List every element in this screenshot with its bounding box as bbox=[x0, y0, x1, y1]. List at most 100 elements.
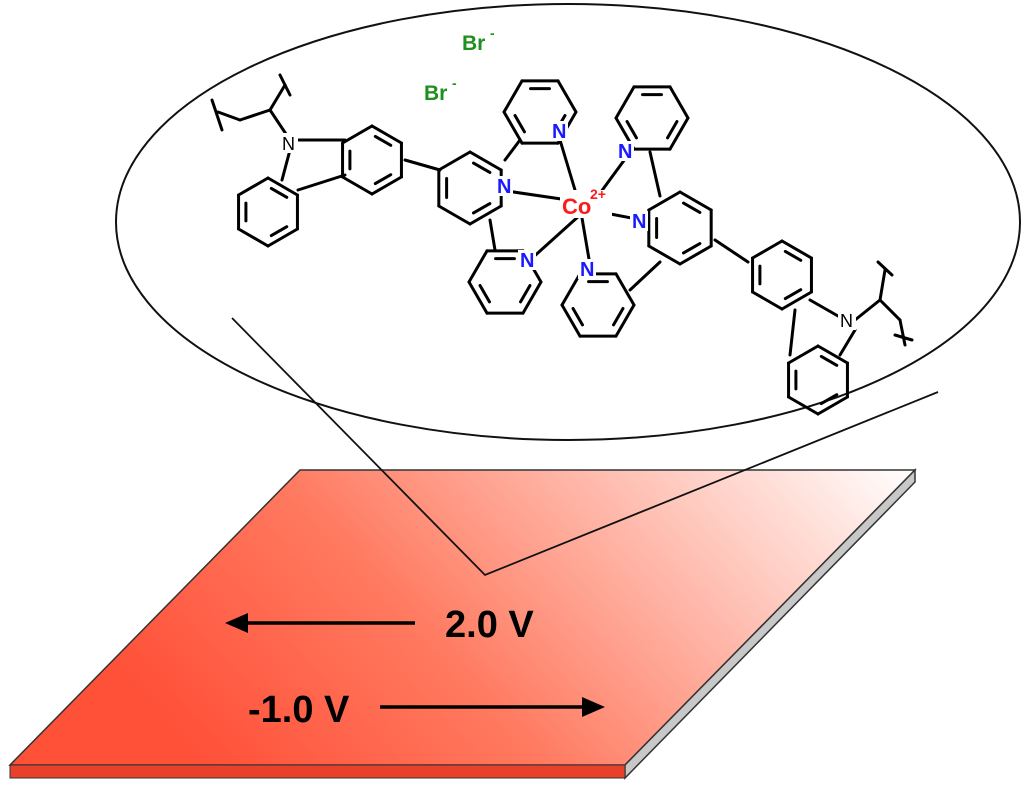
nitrogen-label: N bbox=[497, 176, 511, 198]
bond bbox=[614, 303, 636, 338]
bond bbox=[437, 150, 472, 172]
bond bbox=[341, 124, 374, 145]
zoom-lines bbox=[231, 317, 939, 577]
nitrogen-label: N bbox=[580, 259, 594, 281]
voltage-reduction-label: -1.0 V bbox=[248, 689, 350, 731]
bond bbox=[612, 307, 625, 327]
bond bbox=[502, 79, 524, 114]
bond bbox=[647, 190, 682, 212]
molecule-structure bbox=[210, 73, 914, 416]
bond bbox=[478, 284, 491, 304]
bond bbox=[816, 344, 849, 365]
bond bbox=[210, 98, 224, 132]
bond bbox=[296, 173, 347, 192]
bond bbox=[521, 280, 543, 315]
bond bbox=[556, 79, 578, 114]
bond bbox=[560, 272, 582, 307]
bond bbox=[216, 110, 242, 122]
cobalt-label: Co 2+ bbox=[560, 186, 612, 219]
cobalt: Co bbox=[562, 194, 591, 219]
bond bbox=[783, 288, 803, 301]
nitrogen-label: N bbox=[552, 121, 566, 143]
bond bbox=[571, 307, 584, 327]
bond bbox=[678, 190, 713, 212]
bond bbox=[682, 201, 702, 214]
bond bbox=[370, 175, 403, 196]
nitrogen-label: N bbox=[840, 311, 853, 331]
bond bbox=[488, 218, 497, 252]
nitrogen-label: N bbox=[618, 141, 632, 163]
bond bbox=[558, 138, 577, 192]
bond bbox=[751, 239, 784, 260]
bond bbox=[898, 318, 907, 347]
bond bbox=[682, 242, 702, 255]
bond bbox=[266, 227, 299, 248]
bond bbox=[269, 225, 289, 238]
bond bbox=[503, 138, 522, 162]
bromide-2: Br bbox=[462, 32, 485, 55]
bond bbox=[893, 333, 914, 342]
bond bbox=[668, 116, 690, 151]
bond bbox=[280, 148, 292, 182]
bromide-label-1: Br - bbox=[424, 75, 457, 105]
nitrogen-label: N bbox=[520, 250, 534, 272]
bond bbox=[713, 238, 750, 264]
bond bbox=[468, 204, 503, 226]
bond bbox=[268, 83, 287, 112]
bond bbox=[647, 244, 682, 266]
bond bbox=[237, 227, 270, 248]
bond bbox=[878, 298, 902, 322]
bond bbox=[373, 173, 393, 186]
bond bbox=[513, 114, 526, 134]
nitrogen-label: N bbox=[282, 134, 295, 154]
bond bbox=[678, 244, 713, 266]
bond bbox=[528, 213, 582, 262]
bond bbox=[876, 260, 894, 277]
bond bbox=[666, 120, 679, 140]
bond bbox=[403, 158, 442, 172]
bond bbox=[467, 280, 489, 315]
bond bbox=[625, 120, 638, 140]
bond bbox=[341, 175, 374, 196]
bromide-1: Br bbox=[424, 82, 447, 105]
bond bbox=[838, 328, 857, 357]
bond bbox=[780, 290, 813, 311]
bond bbox=[787, 344, 820, 365]
bond bbox=[278, 73, 292, 97]
bond bbox=[437, 204, 472, 226]
arrow-left bbox=[225, 613, 415, 633]
bond bbox=[237, 176, 270, 197]
bond bbox=[560, 303, 582, 338]
bond bbox=[819, 393, 839, 406]
bond bbox=[787, 395, 820, 416]
cobalt-charge: 2+ bbox=[590, 186, 606, 202]
voltage-oxidation-label: 2.0 V bbox=[445, 604, 534, 646]
bromide-2-charge: - bbox=[490, 25, 495, 41]
bond bbox=[467, 249, 489, 284]
arrow-right bbox=[380, 697, 605, 717]
bond bbox=[614, 272, 636, 307]
bond bbox=[472, 202, 492, 215]
bond bbox=[878, 268, 887, 302]
bond bbox=[266, 176, 299, 197]
bromide-1-charge: - bbox=[452, 75, 457, 91]
bond bbox=[370, 124, 403, 145]
zoom-ellipse bbox=[115, 3, 1021, 441]
bond bbox=[780, 239, 813, 260]
nitrogen-label: N bbox=[632, 211, 646, 233]
bond bbox=[580, 216, 592, 267]
bond bbox=[468, 150, 503, 172]
bond bbox=[373, 134, 393, 147]
bond bbox=[668, 85, 690, 120]
bond bbox=[628, 260, 662, 292]
bond bbox=[819, 354, 839, 367]
bond bbox=[519, 284, 532, 304]
bond bbox=[816, 395, 849, 416]
bond bbox=[472, 161, 492, 174]
bond bbox=[783, 249, 803, 262]
bond bbox=[238, 108, 272, 122]
bond bbox=[853, 298, 882, 322]
bromide-label-2: Br - bbox=[462, 25, 495, 55]
